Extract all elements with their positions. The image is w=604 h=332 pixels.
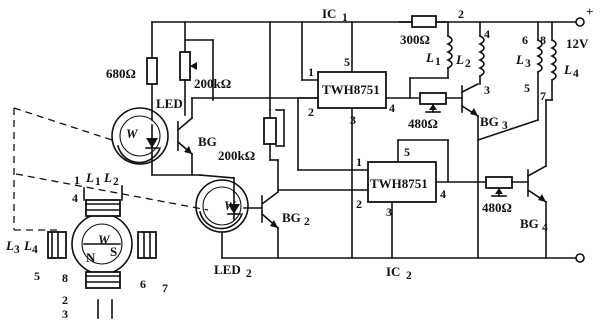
label-480-b: 480Ω: [482, 200, 512, 215]
label-l3-sub: 3: [525, 58, 531, 70]
potentiometer-480-a: [419, 92, 447, 105]
ic2-pin-1: 1: [356, 155, 362, 169]
top-supply-rail: [151, 17, 585, 27]
ic1-pin-3: 3: [350, 113, 356, 127]
node-3: 3: [484, 83, 490, 97]
bottom-ground-rail: [221, 253, 585, 263]
label-bg2: BG: [282, 210, 301, 225]
label-bg4: BG: [520, 216, 539, 231]
label-200k-top: 200kΩ: [194, 76, 231, 91]
label-l2: L: [455, 52, 464, 67]
label-led2: LED: [214, 262, 241, 277]
ic2-twh8751: [367, 161, 437, 203]
motor-5: 5: [34, 269, 40, 283]
node-7: 7: [540, 89, 546, 103]
coil-l3: [476, 21, 543, 142]
motor-8: 8: [62, 271, 68, 285]
motor-l2-sub: 2: [113, 176, 119, 188]
photo-led-left: [111, 107, 169, 165]
motor-2: 2: [62, 293, 68, 307]
motor-6: 6: [140, 277, 146, 291]
label-w-top: W: [126, 126, 139, 141]
node-5: 5: [524, 81, 530, 95]
label-200k-mid: 200kΩ: [218, 148, 255, 163]
transistor-bg4: [526, 99, 548, 259]
node-4: 4: [484, 27, 490, 41]
ic2-pin-5: 5: [404, 145, 410, 159]
photo-led2: [195, 177, 249, 259]
label-480-a: 480Ω: [408, 116, 438, 131]
ic2-pin-2: 2: [356, 197, 362, 211]
node-6: 6: [522, 33, 528, 47]
label-680: 680Ω: [106, 66, 136, 81]
transistor-bg2: [260, 159, 280, 259]
motor-l4-sub: 4: [32, 244, 38, 256]
ic1-pin-4: 4: [389, 101, 395, 115]
node-8: 8: [540, 33, 546, 47]
motor-l1-sub: 1: [95, 176, 101, 188]
label-bg3-sub: 3: [502, 120, 508, 132]
label-l3: L: [515, 52, 524, 67]
label-twh1: TWH8751: [322, 82, 380, 97]
motor-l2: L: [103, 170, 112, 185]
motor-s: S: [110, 244, 117, 259]
label-l2-sub: 2: [465, 58, 471, 70]
label-l1-sub: 1: [435, 56, 441, 68]
light-path-lower: [15, 173, 209, 211]
coil-l1: [409, 21, 453, 99]
ic1-pin-2: 2: [308, 105, 314, 119]
resistor-680: [146, 57, 158, 85]
label-plus: +: [586, 4, 593, 19]
label-l4: L: [563, 62, 572, 77]
label-twh2: TWH8751: [370, 176, 428, 191]
ic2-pin-3: 3: [386, 205, 392, 219]
motor-l1: L: [85, 170, 94, 185]
motor-3: 3: [62, 307, 68, 321]
motor-l4: L: [23, 238, 32, 253]
motor-1: 1: [74, 173, 80, 187]
label-ic2-sub: 2: [406, 270, 412, 282]
potentiometer-480-b: [485, 176, 513, 189]
potentiometer-200k-mid: [263, 117, 277, 145]
label-l1: L: [425, 50, 434, 65]
potentiometer-200k-top: [179, 51, 191, 81]
resistor-300: [411, 15, 437, 28]
coil-l2: [478, 21, 485, 85]
ic1-twh8751: [317, 71, 387, 109]
label-l4-sub: 4: [573, 68, 579, 80]
label-ic1-sub: 1: [342, 12, 348, 24]
coil-l4: [545, 21, 557, 101]
ic1-pin-1: 1: [308, 65, 314, 79]
transistor-bg3: [460, 82, 480, 259]
motor-l3: L: [5, 238, 14, 253]
label-bg4-sub: 4: [542, 222, 548, 234]
label-bg: BG: [198, 134, 217, 149]
motor-n: N: [86, 250, 96, 265]
transistor-bg: [176, 97, 194, 176]
label-ic2: IC: [386, 264, 400, 279]
label-12v: 12V: [566, 36, 589, 51]
motor-w: W: [98, 232, 111, 247]
label-w-mid: W: [224, 198, 237, 213]
ic1-pin-5: 5: [344, 55, 350, 69]
motor-l3-sub: 3: [14, 244, 20, 256]
ic2-pin-4: 4: [440, 187, 446, 201]
motor-4: 4: [72, 191, 78, 205]
label-bg2-sub: 2: [304, 216, 310, 228]
label-bg3: BG: [480, 114, 499, 129]
node-2: 2: [458, 7, 464, 21]
stepper-motor: [47, 185, 157, 319]
light-path-upper: [13, 107, 113, 141]
label-300: 300Ω: [400, 32, 430, 47]
label-ic1: IC: [322, 6, 336, 21]
motor-7: 7: [162, 281, 168, 295]
label-led: LED: [156, 96, 183, 111]
label-led2-sub: 2: [246, 268, 252, 280]
